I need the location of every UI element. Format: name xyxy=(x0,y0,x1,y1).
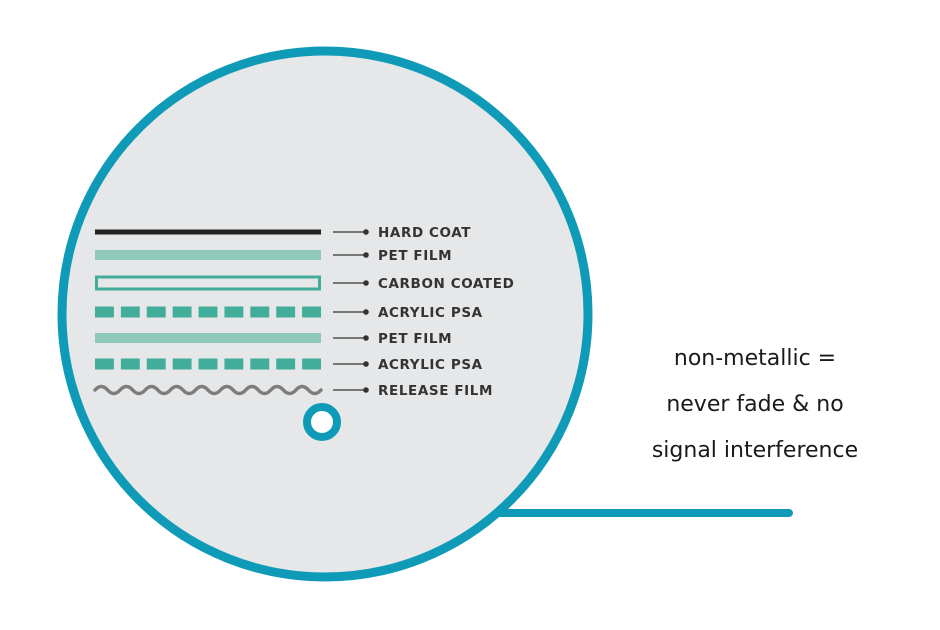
layer-6-segment-5 xyxy=(198,358,218,370)
layer-7-label: RELEASE FILM xyxy=(378,383,493,399)
layer-7-wave xyxy=(93,384,323,396)
layer-2-bar xyxy=(95,250,321,260)
layer-4-segment-8 xyxy=(276,306,296,318)
layer-4-segment-4 xyxy=(172,306,192,318)
magnifier-circle xyxy=(57,46,593,582)
layer-3-label: CARBON COATED xyxy=(378,276,514,292)
layer-6-segment-8 xyxy=(276,358,296,370)
layer-5-label: PET FILM xyxy=(378,331,452,347)
layer-6-segment-1 xyxy=(95,358,114,370)
layer-2-label: PET FILM xyxy=(378,248,452,264)
layer-6-segment-2 xyxy=(120,358,140,370)
layer-1-bar xyxy=(95,229,321,235)
layer-6-segment-9 xyxy=(302,358,321,370)
layer-6-leader-dot xyxy=(363,361,369,367)
layer-6-segment-4 xyxy=(172,358,192,370)
layer-5-bar xyxy=(95,333,321,343)
connector-ring xyxy=(303,403,341,441)
layer-3-leader-dot xyxy=(363,280,369,286)
layer-6-label: ACRYLIC PSA xyxy=(378,357,483,373)
layer-3-bar xyxy=(95,275,321,291)
callout-line-1: non-metallic = xyxy=(673,346,837,371)
layer-7-leader-dot xyxy=(363,387,369,393)
layer-4-segment-6 xyxy=(224,306,244,318)
layer-2-leader-dot xyxy=(363,252,369,258)
layer-6-segment-7 xyxy=(250,358,270,370)
layer-5-leader-dot xyxy=(363,335,369,341)
layer-4-segment-7 xyxy=(250,306,270,318)
callout-text: non-metallic = never fade & no signal in… xyxy=(600,336,910,474)
layer-4-segment-5 xyxy=(198,306,218,318)
layer-4-segment-1 xyxy=(95,306,114,318)
layer-4-segment-9 xyxy=(302,306,321,318)
layer-1-leader-dot xyxy=(363,229,369,235)
layer-6-segment-6 xyxy=(224,358,244,370)
layer-1-label: HARD COAT xyxy=(378,225,471,241)
layer-6-segment-3 xyxy=(146,358,166,370)
layer-stack: HARD COAT PET FILM CARBON COATED ACRYLIC PS… xyxy=(93,225,514,399)
callout-line-2: never fade & no xyxy=(666,392,844,417)
layer-4-leader-dot xyxy=(363,309,369,315)
layer-4-label: ACRYLIC PSA xyxy=(378,305,483,321)
layer-4-segment-3 xyxy=(146,306,166,318)
callout-line-3: signal interference xyxy=(651,438,859,463)
layer-4-segment-2 xyxy=(120,306,140,318)
